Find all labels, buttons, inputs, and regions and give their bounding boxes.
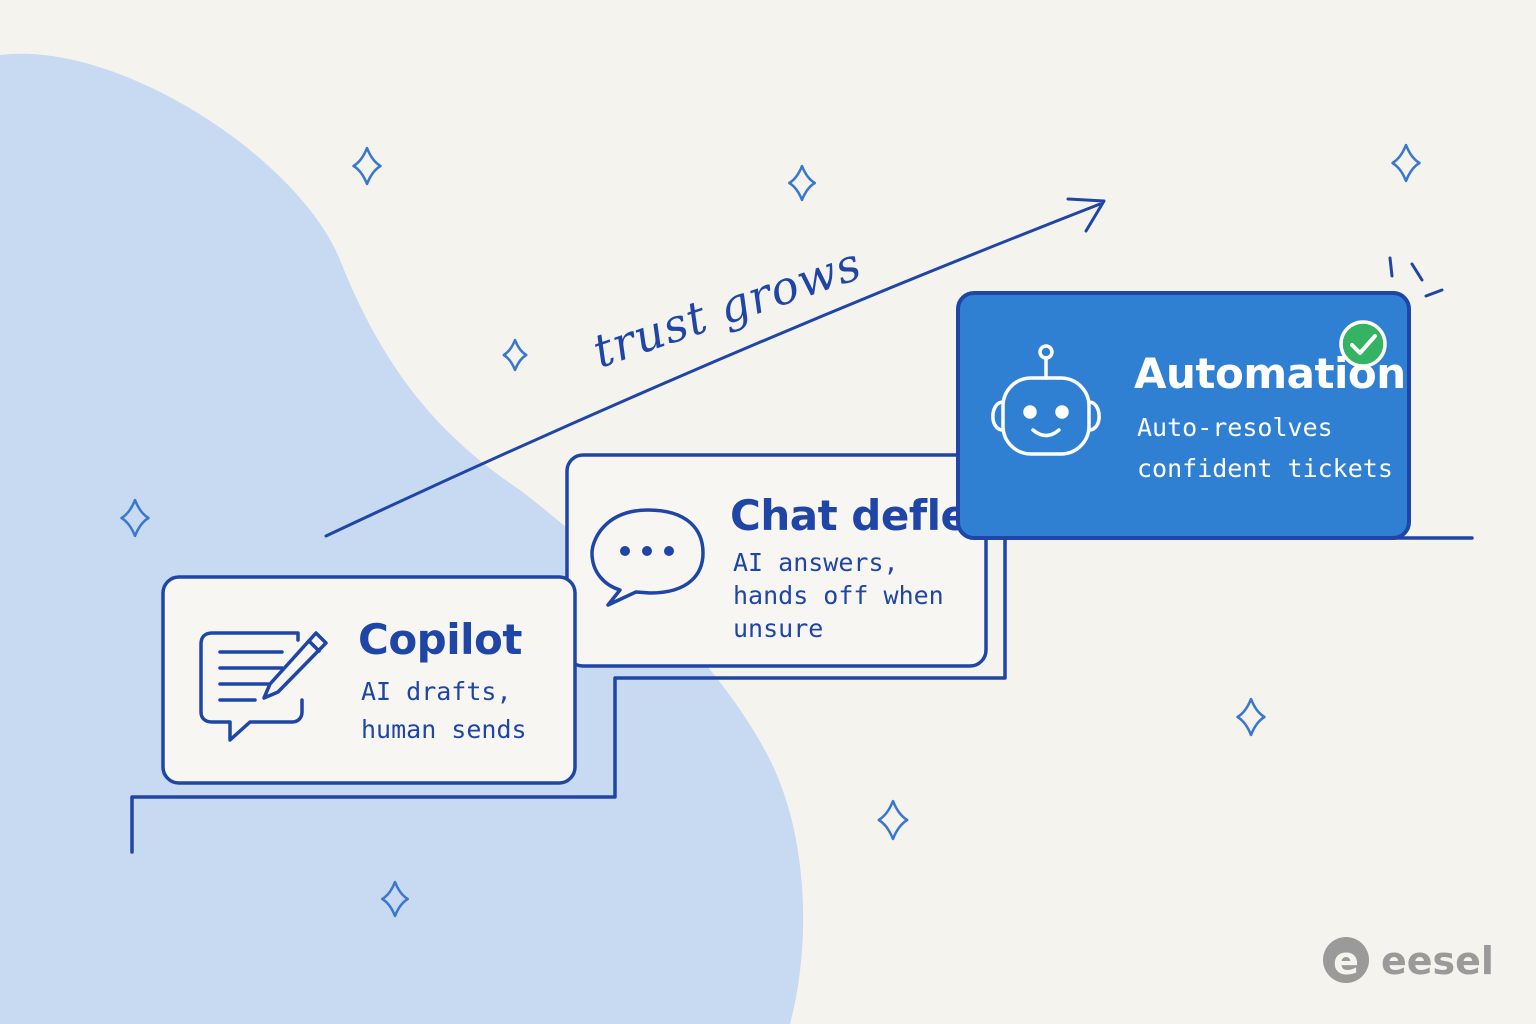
burst-lines-icon [1388,256,1444,298]
edit-message-icon [199,631,328,742]
step-card-chat-deflection: Chat deflection AI answers, hands off wh… [565,453,1085,668]
sparkle-group [120,143,1421,918]
arrow-head-icon [1066,197,1106,233]
sparkle-icon [1236,697,1266,737]
arrow-line [324,202,1102,538]
card-frame [565,453,988,668]
sparkle-icon [502,338,528,372]
step-card-copilot: Copilot AI drafts, human sends [161,575,577,785]
card-title: Copilot [358,615,522,664]
brand-logo: e eesel [1323,937,1494,983]
card-description: Auto-resolves confident tickets [1137,413,1393,483]
brand-logo-letter: e [1333,939,1359,983]
description-line: human sends [361,715,527,744]
description-line: confident tickets [1137,454,1393,483]
brand-name: eesel [1381,939,1494,983]
sparkle-icon [788,164,816,202]
sparkle-icon [352,146,382,186]
card-frame [161,575,577,785]
description-line: AI answers, [733,548,899,577]
description-line: AI drafts, [361,677,512,706]
sparkle-icon [381,880,409,918]
card-description: AI answers, hands off when unsure [733,548,959,643]
step-card-automation: Automation Auto-resolves confident ticke… [956,256,1444,540]
description-line: hands off when [733,581,944,610]
description-line: unsure [733,614,823,643]
check-circle-icon [1339,320,1387,368]
sparkle-icon [877,799,909,841]
chat-bubble-icon [590,508,705,607]
sparkle-icon [120,498,150,538]
brand-logo-mark-icon [1323,937,1369,983]
card-description: AI drafts, human sends [361,677,527,744]
card-frame [956,291,1411,540]
sparkle-icon [1391,143,1421,183]
robot-icon [991,344,1101,456]
description-line: Auto-resolves [1137,413,1333,442]
